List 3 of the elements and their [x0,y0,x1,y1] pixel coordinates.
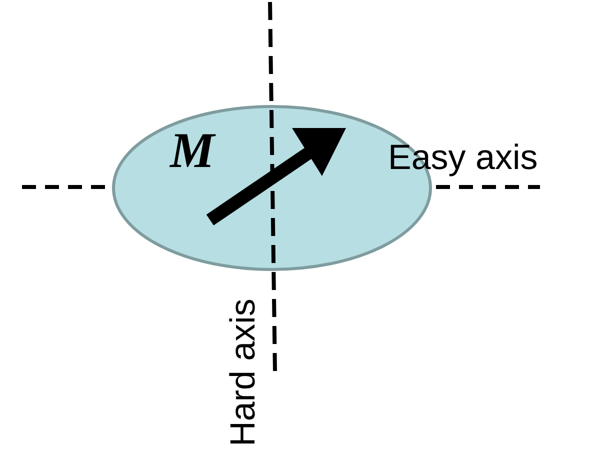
magnetization-symbol: M [170,125,214,175]
axis-label: Easy axis [388,140,538,175]
axis-label: Hard axis [226,298,260,448]
